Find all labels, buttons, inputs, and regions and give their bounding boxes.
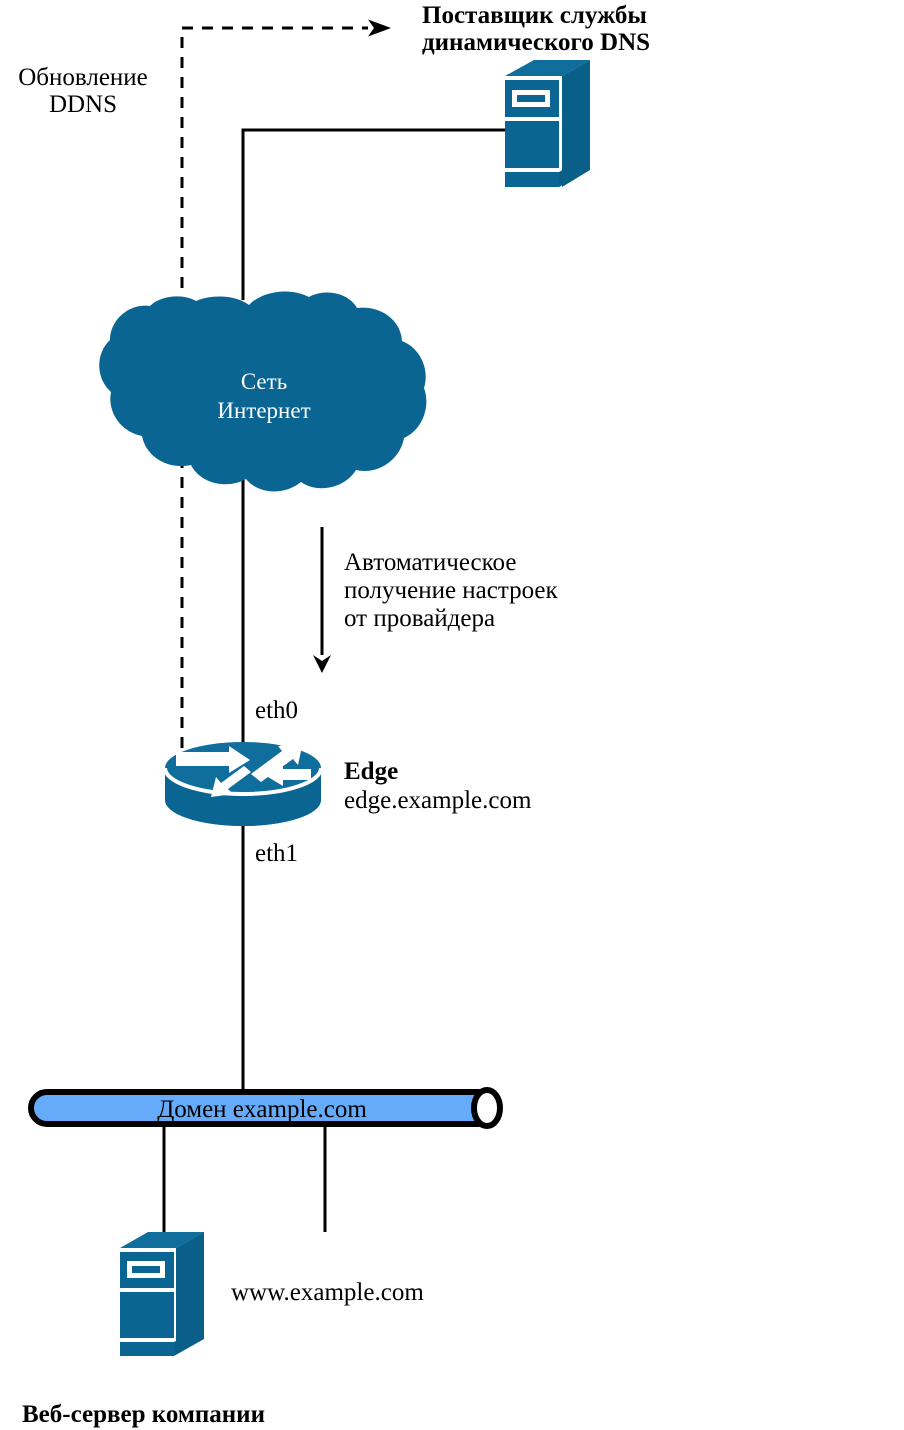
cloud-icon <box>99 291 427 492</box>
web-server-caption: Веб-сервер компании <box>22 1401 265 1428</box>
router-name-label: Edge <box>344 758 398 785</box>
dns-to-internet-connector <box>241 128 505 300</box>
auto-config-line1: Автоматическое <box>344 549 516 576</box>
internet-cloud-node[interactable]: Сеть Интернет <box>99 291 427 492</box>
auto-config-arrowhead <box>313 655 331 673</box>
domain-bar-label: Домен example.com <box>157 1096 367 1123</box>
dns-provider-label-line1: Поставщик службы <box>422 2 647 29</box>
ddns-update-annotation: Обновление DDNS <box>18 64 148 118</box>
dns-provider-node[interactable]: Поставщик службы динамического DNS <box>422 2 650 187</box>
auto-config-line3: от провайдера <box>344 605 495 632</box>
ddns-update-line1: Обновление <box>18 64 148 91</box>
ddns-update-line2: DDNS <box>49 91 117 118</box>
cloud-label-line1: Сеть <box>241 369 287 394</box>
ddns-update-connector <box>180 19 391 748</box>
web-server-hostname-label: www.example.com <box>231 1279 424 1306</box>
server-tower-icon <box>120 1232 204 1356</box>
router-eth1-label: eth1 <box>255 840 298 867</box>
domain-bar-node[interactable]: Домен example.com <box>28 1087 503 1129</box>
auto-config-annotation: Автоматическое получение настроек от про… <box>344 549 559 632</box>
dns-provider-label-line2: динамического DNS <box>422 29 650 56</box>
router-hostname-label: edge.example.com <box>344 787 532 814</box>
auto-config-arrow <box>313 527 331 673</box>
router-eth0-label: eth0 <box>255 697 298 724</box>
router-icon <box>163 742 323 826</box>
ddns-arrowhead <box>368 19 391 37</box>
cloud-label-line2: Интернет <box>217 398 310 423</box>
server-tower-icon <box>505 60 590 187</box>
web-server-node[interactable]: www.example.com Веб-сервер компании <box>22 1232 424 1428</box>
network-bus-icon <box>28 1087 503 1129</box>
auto-config-line2: получение настроек <box>344 577 559 604</box>
edge-router-node[interactable]: eth0 eth1 Edge edge.example.com <box>163 697 532 867</box>
